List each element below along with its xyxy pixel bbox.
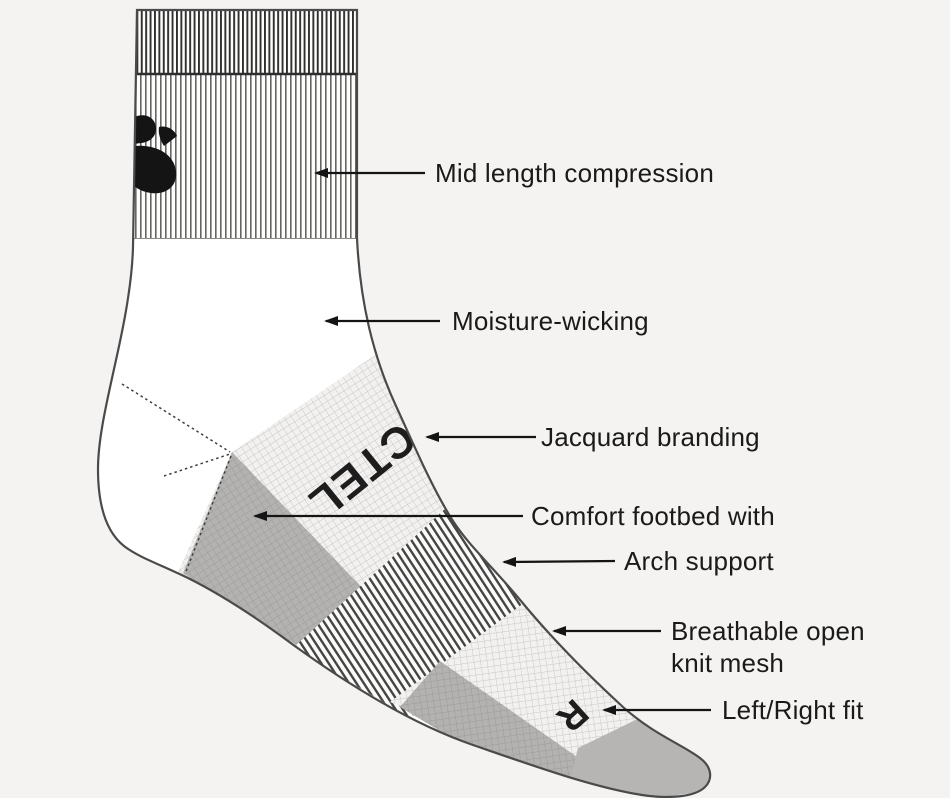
annotation-label-comfort-footbed: Comfort footbed with xyxy=(531,501,775,531)
arrow-arch-support xyxy=(502,556,616,567)
annotation-label-arch-support: Arch support xyxy=(624,546,774,576)
cuff-band xyxy=(118,10,366,74)
annotation-label-mid-length-compression: Mid length compression xyxy=(435,158,714,188)
paw-logo-fragment-icon xyxy=(134,115,177,194)
heel-seam-lines xyxy=(121,383,232,575)
annotation-label-jacquard-branding: Jacquard branding xyxy=(541,422,760,452)
comfort-footbed-zone xyxy=(183,452,372,661)
annotation-label-left-right-fit: Left/Right fit xyxy=(722,695,864,725)
annotation-label-breathable-mesh: Breathable open knit mesh xyxy=(671,616,865,678)
arch-support-band xyxy=(293,508,543,718)
annotation-arrows xyxy=(253,168,711,715)
annotation-label-moisture-wicking: Moisture-wicking xyxy=(452,306,649,336)
